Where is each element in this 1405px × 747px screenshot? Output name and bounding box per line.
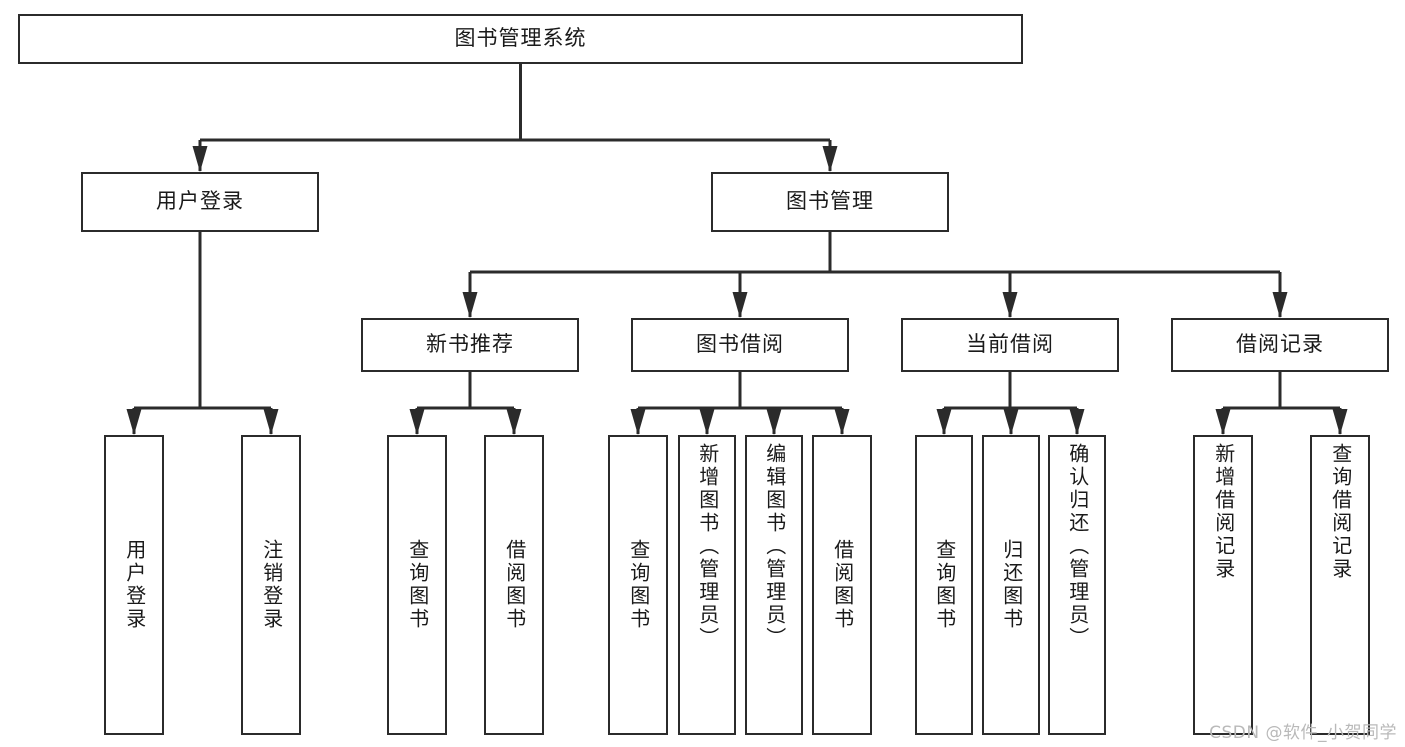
node-label: 用户登录 [156, 189, 244, 214]
node-label: 查询借阅记录 [1328, 443, 1353, 581]
node-label: 借阅图书 [830, 539, 855, 631]
node-leaf-用户登录-0[interactable]: 用户登录 [104, 435, 164, 735]
node-label: 归还图书 [999, 539, 1024, 631]
node-leaf-注销登录-1[interactable]: 注销登录 [241, 435, 301, 735]
node-leaf-新增借阅记录-11[interactable]: 新增借阅记录 [1193, 435, 1253, 735]
node-l3-图书借阅[interactable]: 图书借阅 [631, 318, 849, 372]
node-leaf-新增图书管理员-5[interactable]: 新增图书（管理员） [678, 435, 736, 735]
node-l2-图书管理[interactable]: 图书管理 [711, 172, 949, 232]
watermark: CSDN @软件_小贺同学 [1209, 723, 1397, 743]
node-l3-当前借阅[interactable]: 当前借阅 [901, 318, 1119, 372]
node-label: 注销登录 [259, 539, 284, 631]
node-label: 新增借阅记录 [1211, 443, 1236, 581]
node-leaf-借阅图书-3[interactable]: 借阅图书 [484, 435, 544, 735]
node-label: 图书管理 [786, 189, 874, 214]
node-root-图书管理系统[interactable]: 图书管理系统 [18, 14, 1023, 64]
node-label: 查询图书 [932, 539, 957, 631]
node-label: 用户登录 [122, 539, 147, 631]
node-leaf-归还图书-9[interactable]: 归还图书 [982, 435, 1040, 735]
node-leaf-确认归还管理员-10[interactable]: 确认归还（管理员） [1048, 435, 1106, 735]
node-leaf-编辑图书管理员-6[interactable]: 编辑图书（管理员） [745, 435, 803, 735]
node-label: 图书管理系统 [454, 26, 587, 51]
node-label: 确认归还（管理员） [1065, 443, 1090, 650]
node-l2-用户登录[interactable]: 用户登录 [81, 172, 319, 232]
node-label: 新增图书（管理员） [695, 443, 720, 650]
node-label: 查询图书 [405, 539, 430, 631]
node-label: 查询图书 [626, 539, 651, 631]
node-leaf-查询借阅记录-12[interactable]: 查询借阅记录 [1310, 435, 1370, 735]
node-label: 借阅图书 [502, 539, 527, 631]
node-label: 借阅记录 [1236, 332, 1324, 357]
node-leaf-查询图书-2[interactable]: 查询图书 [387, 435, 447, 735]
node-label: 编辑图书（管理员） [762, 443, 787, 650]
node-leaf-借阅图书-7[interactable]: 借阅图书 [812, 435, 872, 735]
node-label: 当前借阅 [966, 332, 1054, 357]
node-l3-新书推荐[interactable]: 新书推荐 [361, 318, 579, 372]
node-label: 图书借阅 [696, 332, 784, 357]
node-leaf-查询图书-8[interactable]: 查询图书 [915, 435, 973, 735]
node-l3-借阅记录[interactable]: 借阅记录 [1171, 318, 1389, 372]
node-leaf-查询图书-4[interactable]: 查询图书 [608, 435, 668, 735]
node-label: 新书推荐 [426, 332, 514, 357]
